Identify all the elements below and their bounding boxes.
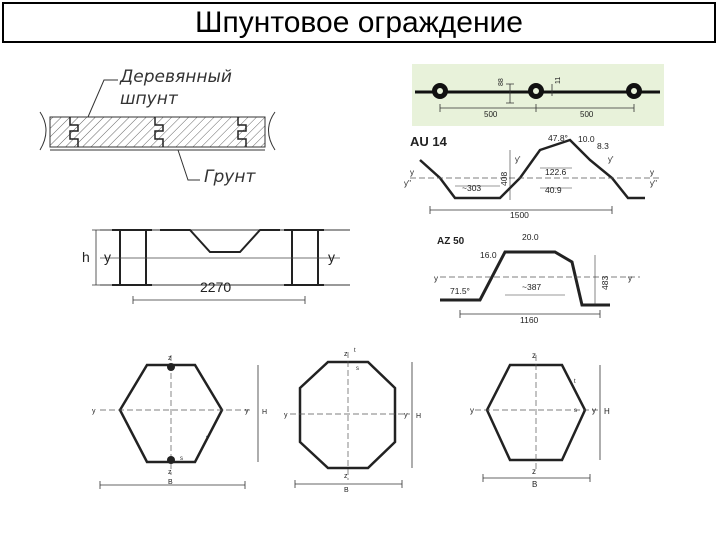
au14-axis-y-right: y <box>650 168 654 177</box>
az50-dim-387: ~387 <box>522 282 541 292</box>
hex1-dim-h: H <box>262 409 267 416</box>
az50-axis-y-right: y <box>628 274 632 283</box>
oct-z-top: z <box>344 351 348 358</box>
az50-angle: 71.5° <box>450 286 470 296</box>
au14-axis-y2-left: y'' <box>404 179 412 188</box>
au14-dim-1226: 122.6 <box>545 167 567 177</box>
oct-y-left: y <box>284 412 288 419</box>
hex2-y-left: y <box>470 406 474 415</box>
wall-y-right: y <box>328 249 335 265</box>
az50-dim-160: 16.0 <box>480 250 497 260</box>
az50-name: AZ 50 <box>437 236 465 247</box>
hex1-z-bot: z <box>168 469 172 476</box>
label-wood-pile: Деревянный <box>119 67 232 87</box>
au14-profile: AU 14 47.8° 10.0 8.3 408 122.6 40.9 ~303… <box>404 133 660 220</box>
au14-dim-1500: 1500 <box>510 210 529 220</box>
label-wood-pile-2: шпунт <box>120 89 179 109</box>
hex1-z-top: z <box>168 355 172 362</box>
hex1-dim-b: B <box>168 479 173 486</box>
dim-500-right: 500 <box>580 110 594 119</box>
oct-dim-b: B <box>344 487 349 494</box>
interlock-joint-2 <box>528 83 544 99</box>
hex2-y-right: y <box>592 406 596 415</box>
wall-dim-2270: 2270 <box>200 279 231 295</box>
hex2-z-bot: z <box>532 467 536 476</box>
au14-axis-y2-right: y'' <box>650 179 658 188</box>
az50-axis-y-left: y <box>434 274 438 283</box>
au14-dim-409: 40.9 <box>545 185 562 195</box>
az50-dim-200: 20.0 <box>522 232 539 242</box>
hex2-dim-h: H <box>604 407 610 416</box>
az50-profile: AZ 50 20.0 16.0 71.5° ~387 483 1160 y y <box>434 232 640 325</box>
slide-title: Шпунтовое ограждение <box>195 5 523 39</box>
title-box: Шпунтовое ограждение <box>2 2 716 43</box>
oct-s: s <box>356 366 359 372</box>
oct-dim-h: H <box>416 413 421 420</box>
hex1-y-right: y <box>245 408 249 415</box>
box-pile-octagon: z z y y B H t s <box>284 348 421 494</box>
wall-h-label: h <box>82 249 90 265</box>
az50-dim-1160: 1160 <box>520 315 539 325</box>
hex2-t: t <box>574 379 576 385</box>
hex1-s: s <box>180 456 183 462</box>
au14-axis-y1-right: y' <box>608 155 614 164</box>
az50-dim-483: 483 <box>600 276 610 290</box>
au14-dim-303: ~303 <box>462 183 481 193</box>
hex2-dim-b: B <box>532 480 537 489</box>
combined-wall-drawing: h y y 2270 <box>82 229 350 304</box>
hex2-s: s <box>574 408 577 414</box>
label-soil: Грунт <box>204 167 256 187</box>
hex1-t: t <box>206 436 208 442</box>
dim-88: 88 <box>498 78 505 86</box>
box-pile-hexagon-1: z z y y B H t s <box>92 355 267 489</box>
au14-axis-y-left: y <box>410 168 414 177</box>
interlock-joint-1 <box>432 83 448 99</box>
hex1-y-left: y <box>92 408 96 415</box>
oct-z-bot: z <box>344 473 348 480</box>
au14-axis-y1-left: y' <box>515 155 521 164</box>
oct-y-right: y <box>404 412 408 419</box>
au14-dim-10: 10.0 <box>578 134 595 144</box>
box-pile-hexagon-2: z z y y B H t s <box>470 351 610 489</box>
interlock-joint-3 <box>626 83 642 99</box>
au14-dim-83: 8.3 <box>597 141 609 151</box>
interlock-photo: 500 500 88 11 <box>412 64 664 126</box>
au14-angle: 47.8° <box>548 133 568 143</box>
dim-11: 11 <box>555 77 562 84</box>
hex2-z-top: z <box>532 351 536 360</box>
dim-500-left: 500 <box>484 110 498 119</box>
oct-t: t <box>354 348 356 354</box>
au14-name: AU 14 <box>410 134 448 149</box>
wood-sheet-pile-drawing: Деревянный шпунт Грунт <box>39 67 276 187</box>
au14-dim-408: 408 <box>499 172 509 186</box>
wall-y-left: y <box>104 249 111 265</box>
